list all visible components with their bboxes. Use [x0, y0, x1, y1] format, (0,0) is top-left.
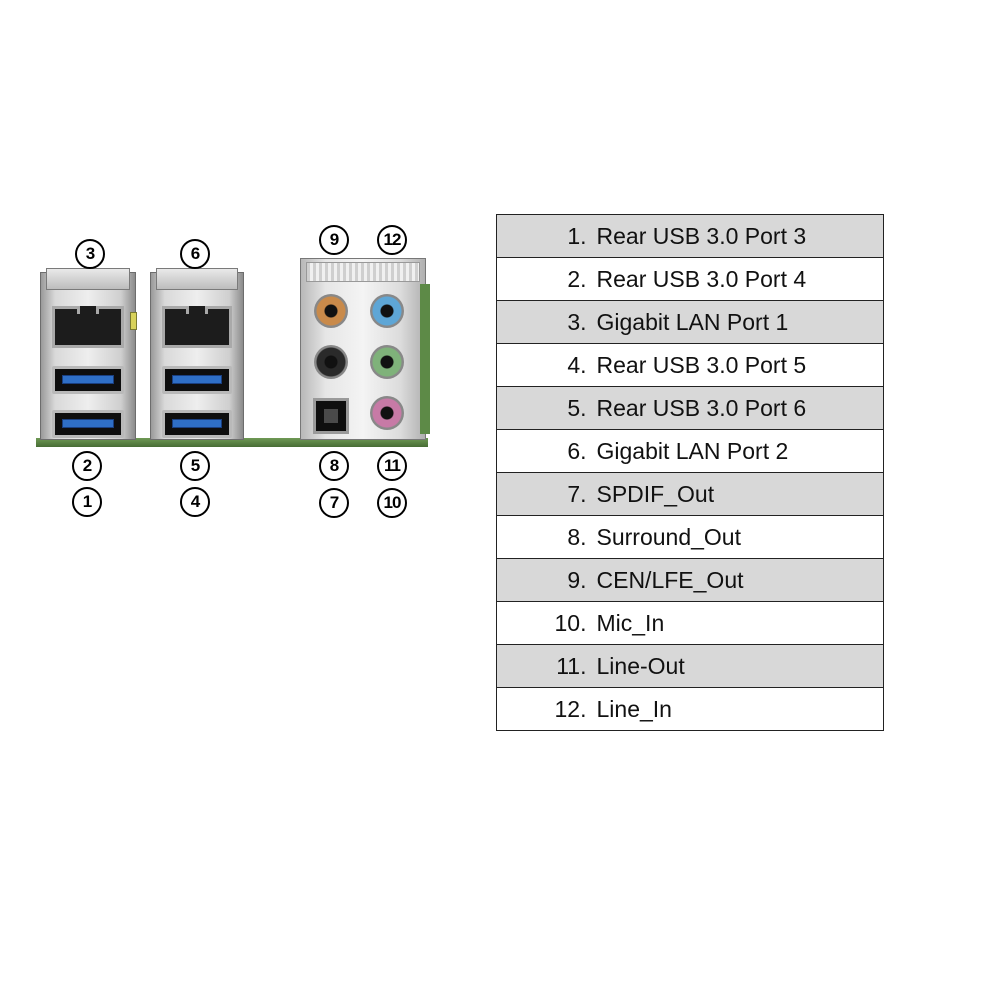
- port-label: Gigabit LAN Port 1: [596, 300, 884, 344]
- port-label: CEN/LFE_Out: [596, 558, 884, 602]
- usb-port-6: [162, 410, 232, 438]
- table-row: 6.Gigabit LAN Port 2: [496, 429, 884, 473]
- port-label: Rear USB 3.0 Port 3: [596, 214, 884, 258]
- callout-6: 6: [180, 239, 210, 269]
- port-label: Mic_In: [596, 601, 884, 645]
- port-label: SPDIF_Out: [596, 472, 884, 516]
- line-out-jack: [370, 345, 404, 379]
- port-label: Surround_Out: [596, 515, 884, 559]
- callout-3: 3: [75, 239, 105, 269]
- port-number: 3.: [496, 300, 597, 344]
- table-row: 9.CEN/LFE_Out: [496, 558, 884, 602]
- port-label: Rear USB 3.0 Port 6: [596, 386, 884, 430]
- port-number: 2.: [496, 257, 597, 301]
- callout-9: 9: [319, 225, 349, 255]
- port-number: 7.: [496, 472, 597, 516]
- port-label: Rear USB 3.0 Port 5: [596, 343, 884, 387]
- audio-jack-block: [300, 258, 430, 440]
- usb-port-6-tongue: [172, 419, 222, 428]
- table-row: 8.Surround_Out: [496, 515, 884, 559]
- table-row: 7.SPDIF_Out: [496, 472, 884, 516]
- line-in-jack: [370, 294, 404, 328]
- port-label: Rear USB 3.0 Port 4: [596, 257, 884, 301]
- callout-12: 12: [377, 225, 407, 255]
- lan-usb-stack-1: [40, 268, 137, 440]
- spdif-out-port: [313, 398, 349, 434]
- usb-port-5: [162, 366, 232, 394]
- callout-11: 11: [377, 451, 407, 481]
- port-number: 11.: [496, 644, 597, 688]
- callout-4: 4: [180, 487, 210, 517]
- callout-2: 2: [72, 451, 102, 481]
- port-number: 8.: [496, 515, 597, 559]
- callout-1: 1: [72, 487, 102, 517]
- port-number: 1.: [496, 214, 597, 258]
- usb-port-4-tongue: [62, 419, 114, 428]
- usb-port-4: [52, 410, 124, 438]
- table-row: 2.Rear USB 3.0 Port 4: [496, 257, 884, 301]
- table-row: 1.Rear USB 3.0 Port 3: [496, 214, 884, 258]
- callout-5: 5: [180, 451, 210, 481]
- table-row: 5.Rear USB 3.0 Port 6: [496, 386, 884, 430]
- usb-port-3: [52, 366, 124, 394]
- usb-port-5-tongue: [172, 375, 222, 384]
- lan-port-2: [162, 306, 232, 348]
- port-label: Gigabit LAN Port 2: [596, 429, 884, 473]
- port-number: 9.: [496, 558, 597, 602]
- status-led: [130, 312, 137, 330]
- port-number: 5.: [496, 386, 597, 430]
- port-number: 12.: [496, 687, 597, 731]
- surround-out-jack: [314, 345, 348, 379]
- cen-lfe-out-jack: [314, 294, 348, 328]
- table-row: 10.Mic_In: [496, 601, 884, 645]
- callout-8: 8: [319, 451, 349, 481]
- port-label: Line_In: [596, 687, 884, 731]
- table-row: 4.Rear USB 3.0 Port 5: [496, 343, 884, 387]
- port-label: Line-Out: [596, 644, 884, 688]
- callout-10: 10: [377, 488, 407, 518]
- table-row: 11.Line-Out: [496, 644, 884, 688]
- motherboard-edge: [36, 438, 428, 447]
- lan-port-1: [52, 306, 124, 348]
- table-row: 12.Line_In: [496, 687, 884, 731]
- table-row: 3.Gigabit LAN Port 1: [496, 300, 884, 344]
- port-number: 10.: [496, 601, 597, 645]
- lan-usb-stack-2: [150, 268, 244, 440]
- port-number: 6.: [496, 429, 597, 473]
- usb-port-3-tongue: [62, 375, 114, 384]
- port-legend-table: 1.Rear USB 3.0 Port 3 2.Rear USB 3.0 Por…: [496, 214, 884, 731]
- callout-7: 7: [319, 488, 349, 518]
- port-number: 4.: [496, 343, 597, 387]
- mic-in-jack: [370, 396, 404, 430]
